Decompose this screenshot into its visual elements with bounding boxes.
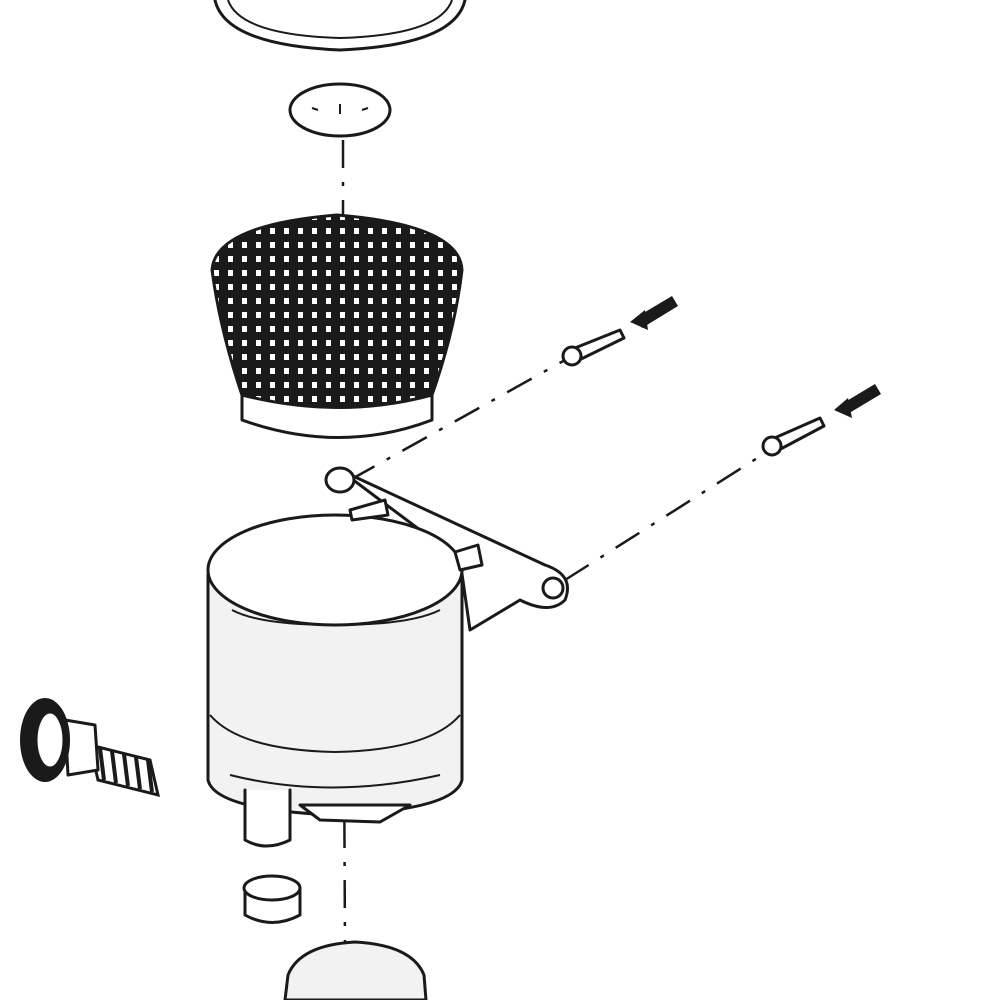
outlet-spigot-icon	[243, 788, 292, 848]
cap-gasket-icon	[288, 82, 392, 138]
screw-axis-line	[564, 448, 771, 582]
screw-axis-line	[349, 358, 566, 482]
screw-icon	[761, 384, 881, 457]
spacer-ring-icon	[242, 874, 302, 924]
hose-fitting-icon	[20, 698, 161, 798]
reservoir-cap-icon	[213, 0, 467, 52]
bottom-cap-icon	[283, 940, 428, 1000]
reservoir-body-icon	[206, 466, 569, 824]
filter-basket-icon	[210, 213, 464, 439]
screw-icon	[561, 296, 678, 367]
